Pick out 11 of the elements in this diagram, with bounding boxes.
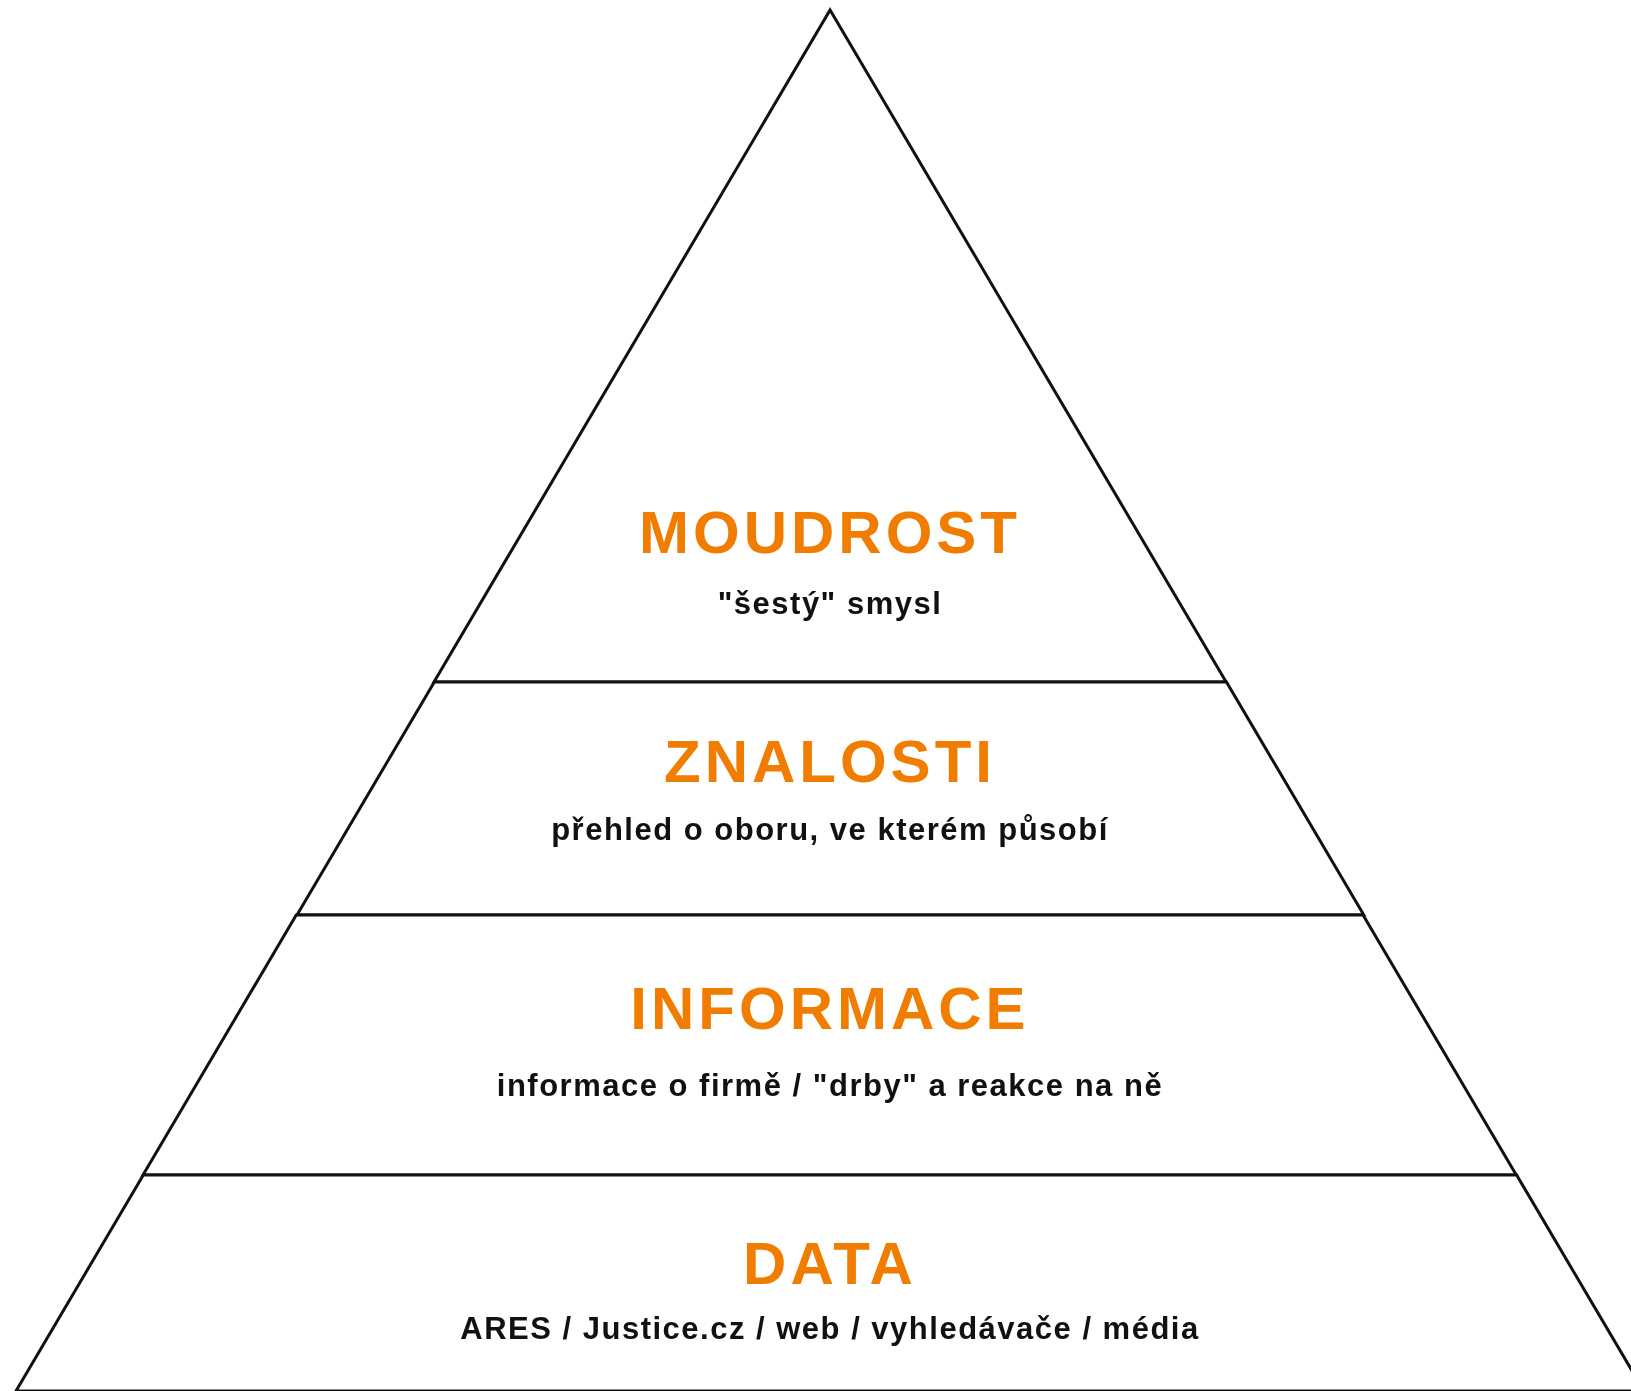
tier-description: ARES / Justice.cz / web / vyhledávače / média xyxy=(460,1312,1200,1344)
tier-heading: MOUDROST xyxy=(639,503,1021,563)
pyramid-tier xyxy=(296,682,1364,915)
pyramid-tier xyxy=(16,1175,1631,1391)
tier-description: přehled o oboru, ve kterém působí xyxy=(551,813,1109,845)
tier-description: informace o firmě / "drby" a reakce na ně xyxy=(496,1069,1164,1101)
tier-heading: DATA xyxy=(743,1234,917,1294)
tier-heading: ZNALOSTI xyxy=(664,732,996,792)
tier-heading: INFORMACE xyxy=(630,979,1030,1039)
pyramid-tier xyxy=(143,915,1517,1175)
tier-description: "šestý" smysl xyxy=(717,587,943,619)
